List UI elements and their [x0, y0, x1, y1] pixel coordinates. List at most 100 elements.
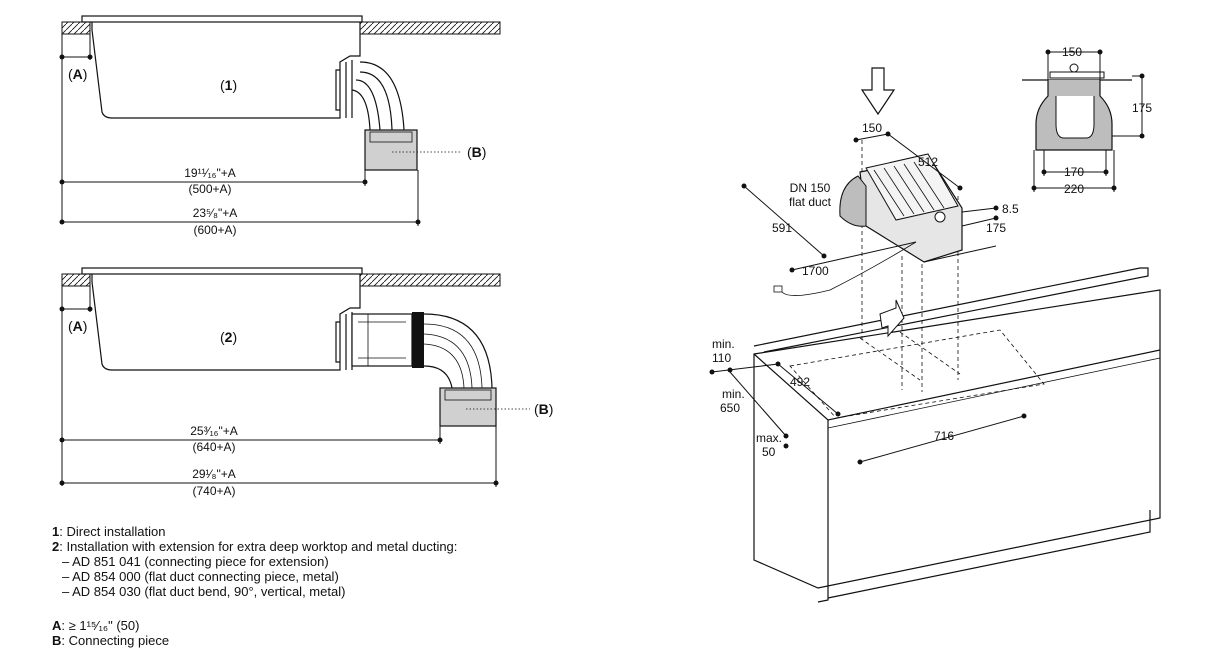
cabinet-plinth	[827, 510, 1151, 599]
iso-dim-150: 150	[862, 121, 882, 135]
worktop-cutout	[789, 329, 1045, 419]
dim-716	[859, 415, 1025, 463]
power-cable	[781, 241, 917, 296]
dim-150	[855, 133, 889, 141]
dim-dot	[59, 437, 65, 443]
figure-1-direct-installation: (B) (1) (A) 19¹¹⁄₁₆"+A (500+A) 23⁵⁄₈"+A …	[59, 15, 501, 237]
fig2-number: (2)	[220, 329, 237, 345]
iso-650: 650	[720, 401, 740, 415]
cabinet-edges	[753, 349, 1161, 603]
fig1-dim1-mm: (500+A)	[188, 182, 231, 196]
unit-body	[91, 274, 361, 371]
legend-item-b: B: Connecting piece	[52, 633, 170, 648]
dim-dot	[835, 411, 841, 417]
dim-dot	[709, 369, 715, 375]
dim-dot	[1139, 133, 1145, 139]
isometric-installation-view: 150 512 DN 150 flat duct 591 8.5 175 170…	[709, 67, 1161, 603]
iso-110: 110	[712, 351, 731, 365]
backsplash	[753, 267, 1149, 353]
legend-item-1: 1: Direct installation	[52, 524, 166, 539]
iso-dim-492: 492	[790, 375, 810, 389]
dim-492	[777, 363, 839, 415]
plug-icon	[773, 285, 783, 293]
connecting-piece-b	[439, 387, 497, 427]
figure-2-extension-installation: (B) (2) (A) 25³⁄₁₆"+A (640+A) 29¹⁄₈"+A (…	[59, 267, 553, 498]
fig2-b-label: (B)	[534, 401, 553, 417]
dim-dot	[741, 183, 747, 189]
section-plate	[1049, 71, 1105, 79]
dim-512	[887, 133, 961, 189]
dim-dot	[59, 179, 65, 185]
dim-175-ext	[961, 217, 997, 227]
dim-175	[923, 245, 997, 263]
dim-dot	[362, 179, 368, 185]
legend-sub-2: – AD 854 000 (flat duct connecting piece…	[62, 569, 339, 584]
cabinet-edge-inner	[827, 357, 1161, 429]
dim-dot	[853, 137, 859, 143]
fig1-dim2-in: 23⁵⁄₈"+A	[193, 206, 238, 220]
legend-sub-3: – AD 854 030 (flat duct bend, 90°, verti…	[62, 584, 346, 599]
dim-dot	[1097, 49, 1103, 55]
dim-dot	[993, 215, 999, 221]
dim-dot	[957, 185, 963, 191]
fig1-dim2-mm: (600+A)	[193, 223, 236, 237]
dim-dot	[59, 54, 65, 60]
extension-detail	[358, 314, 406, 366]
duct-grille	[865, 153, 959, 221]
alignment-lines	[861, 140, 959, 392]
airflow-arrow-icon	[860, 67, 896, 116]
outlet-flange	[335, 312, 353, 370]
dim-dot	[415, 219, 421, 225]
grille-slats	[873, 161, 945, 217]
dim-dot	[1111, 185, 1117, 191]
dim-dot	[993, 205, 999, 211]
worktop-right	[359, 21, 501, 35]
fig2-dim1-mm: (640+A)	[192, 440, 235, 454]
dim-dot	[437, 437, 443, 443]
fig2-dim2-mm: (740+A)	[192, 484, 235, 498]
duct-section-detail: 150 175 170 220	[1022, 45, 1152, 196]
airflow-arrow-2-icon	[879, 299, 905, 338]
fig2-dim2-in: 29¹⁄₈"+A	[192, 467, 236, 481]
legend: 1: Direct installation 2: Installation w…	[52, 524, 457, 599]
legend-sub-1: – AD 851 041 (connecting piece for exten…	[62, 554, 329, 569]
outlet-flange	[335, 60, 353, 118]
iso-dim-591: 591	[772, 221, 792, 235]
dim-dot	[727, 367, 733, 373]
worktop-right	[359, 273, 501, 287]
iso-duct-label-1: DN 150	[790, 181, 831, 195]
dim-dot	[1045, 49, 1051, 55]
duct-bend-lines	[423, 323, 483, 389]
iso-dim-175: 175	[986, 221, 1006, 235]
dim-dot	[1103, 169, 1109, 175]
flat-duct	[839, 175, 867, 227]
section-inner	[1055, 96, 1095, 139]
cutout-inner	[859, 331, 961, 381]
dim-dot	[789, 267, 795, 273]
dim-dot	[59, 480, 65, 486]
legend-keys: A: ≥ 1¹⁵⁄₁₆" (50) B: Connecting piece	[52, 618, 169, 648]
dim-dot	[1031, 185, 1037, 191]
metal-collar	[412, 312, 424, 368]
dim-dot	[1021, 413, 1027, 419]
fig1-dim1-in: 19¹¹⁄₁₆"+A	[184, 166, 236, 180]
knob-icon	[934, 211, 946, 223]
duct-curves	[351, 61, 405, 131]
dim-1700	[791, 241, 917, 271]
legend-item-a: A: ≥ 1¹⁵⁄₁₆" (50)	[52, 618, 140, 633]
cooktop-plate	[81, 267, 363, 275]
duct-bend-outer	[423, 313, 493, 389]
dim-591	[743, 185, 825, 257]
sec-dim-170-label: 170	[1064, 165, 1084, 179]
iso-dim-8-5: 8.5	[1002, 202, 1019, 216]
cooktop-plate	[81, 15, 363, 23]
iso-dim-512: 512	[918, 155, 938, 169]
dim-8-5	[961, 207, 997, 213]
dim-650	[729, 371, 787, 437]
iso-dim-1700: 1700	[802, 264, 829, 278]
dim-110	[711, 363, 779, 373]
connecting-piece-top	[369, 131, 413, 143]
iso-50: 50	[762, 445, 776, 459]
dim-dot	[59, 306, 65, 312]
connecting-piece-top	[444, 389, 492, 401]
